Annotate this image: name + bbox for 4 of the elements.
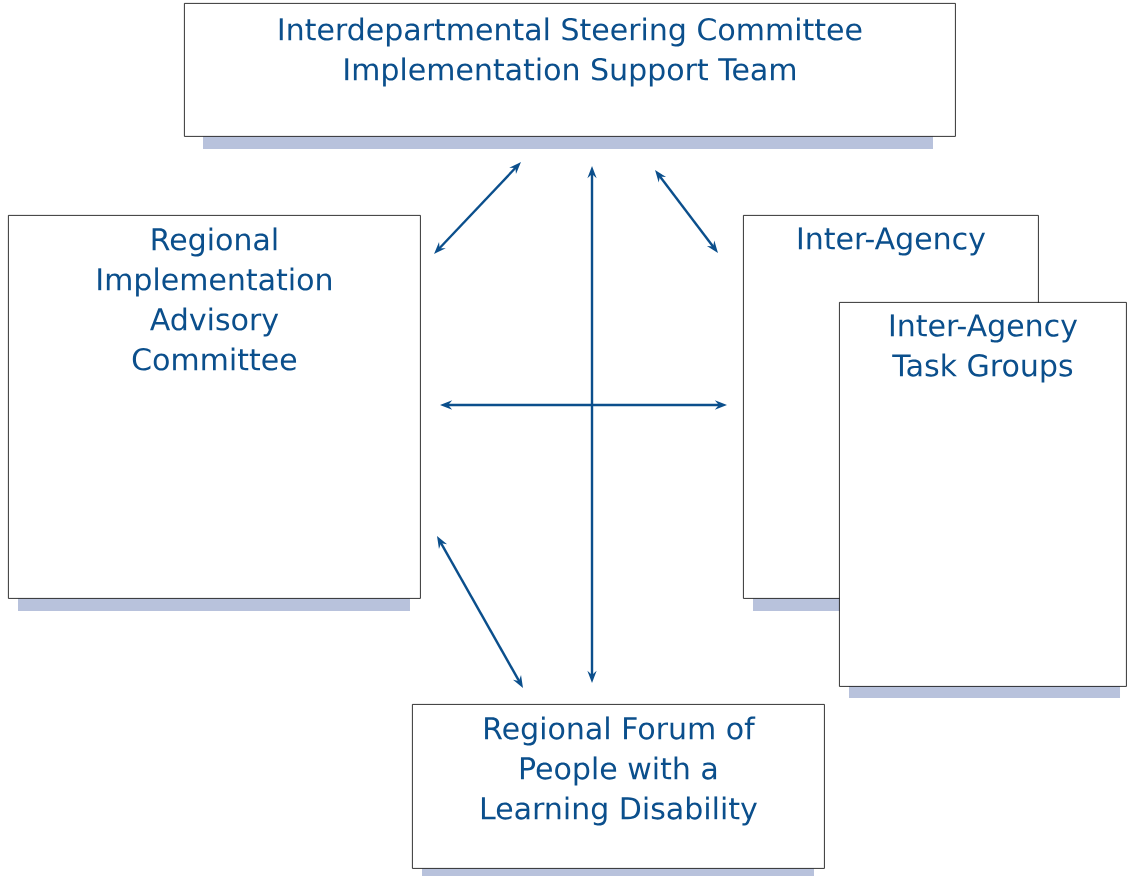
committee-box: Regional Forum of People with a Learning Disability: [412, 704, 825, 869]
committee-box: Inter-Agency Task Groups: [839, 302, 1127, 687]
committee-box: Interdepartmental Steering Committee Implementation Support Team: [184, 3, 956, 137]
committee-box: Regional Implementation Advisory Committee: [8, 215, 421, 599]
